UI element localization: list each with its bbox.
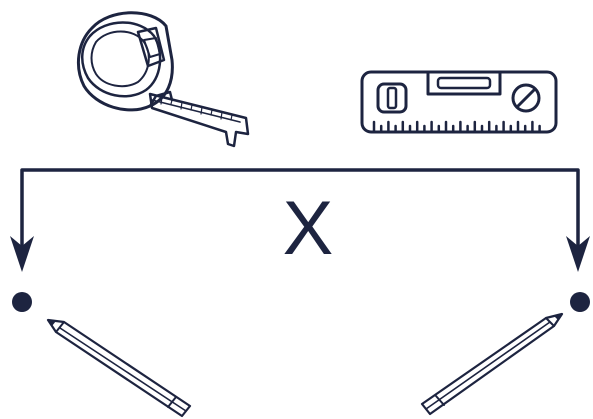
spirit-level-icon (360, 70, 558, 134)
right-arrow-head (566, 236, 590, 272)
right-pencil-icon (420, 312, 564, 416)
left-arrow-head (10, 236, 34, 272)
right-point (570, 292, 590, 312)
tape-measure-icon (77, 11, 250, 148)
distance-label: X (283, 186, 334, 271)
distance-bracket (10, 168, 590, 272)
left-point (12, 292, 32, 312)
left-pencil-icon (46, 318, 192, 418)
